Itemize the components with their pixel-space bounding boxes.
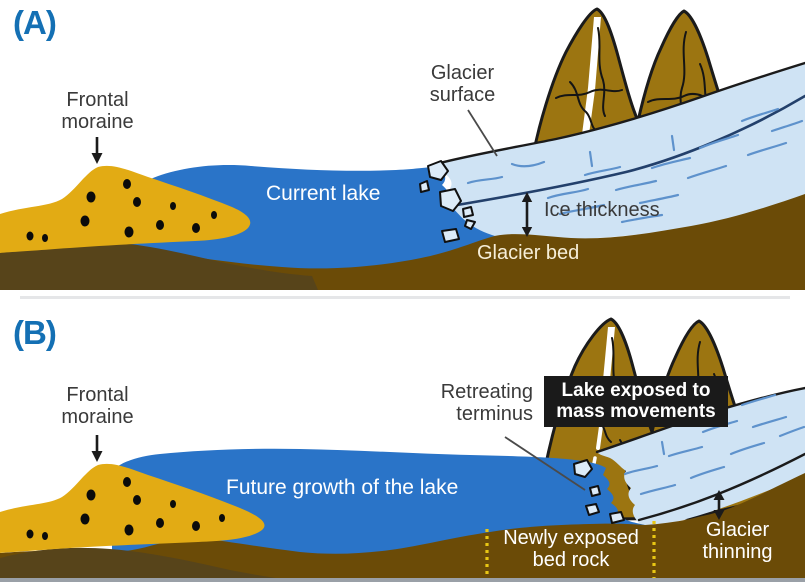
moraine-arrow-icon — [91, 435, 103, 462]
panel-a-drawing — [0, 7, 805, 290]
retreating-terminus-label: Retreating terminus — [440, 381, 533, 426]
glacier-thinning-label: Glacier thinning — [702, 519, 773, 564]
foreground-hill — [0, 547, 305, 582]
glacier-surface-pointer-line — [467, 109, 498, 157]
glacier-profile-line — [449, 94, 805, 208]
moraine-arrow-icon — [91, 137, 103, 164]
frontal-moraine-label-b: Frontal moraine — [61, 384, 134, 429]
panel-a-label: (A) — [13, 4, 57, 41]
panel-divider — [20, 296, 790, 299]
retreating-terminus-pointer-line — [504, 436, 586, 491]
mass-movements-callout: Lake exposed to mass movements — [544, 376, 728, 427]
ice-thickness-arrow-icon — [521, 192, 533, 237]
current-lake-label: Current lake — [266, 182, 381, 205]
foreground-hill — [0, 241, 318, 290]
bed-rock-ground — [0, 473, 805, 582]
newly-exposed-bedrock-label: Newly exposed bed rock — [503, 527, 639, 572]
glacier-thinning-arrow-icon — [713, 490, 725, 520]
ice-thickness-label: Ice thickness — [544, 199, 660, 221]
bottom-border-bar — [0, 578, 805, 582]
icebergs-b — [573, 459, 625, 524]
glacier-surface-label: Glacier surface — [429, 62, 496, 107]
frontal-moraine-b-shape — [0, 463, 265, 553]
glacier-bed-label: Glacier bed — [477, 242, 580, 264]
crevasse-marks — [466, 107, 804, 224]
panel-b-drawing — [0, 317, 805, 582]
current-lake-water — [112, 165, 498, 278]
moraine-mound — [0, 463, 265, 553]
moraine-stones — [26, 179, 217, 242]
icebergs-a — [419, 160, 476, 243]
moraine-mound — [0, 165, 251, 253]
future-growth-label: Future growth of the lake — [226, 476, 459, 499]
glacier-body — [597, 388, 805, 528]
mountain-cracks — [555, 27, 725, 133]
glacier-surface-outline — [434, 61, 805, 166]
moraine-stones — [26, 477, 225, 540]
frontal-moraine-label-a: Frontal moraine — [61, 89, 134, 134]
panel-b-label: (B) — [13, 314, 57, 351]
frontal-moraine-a-shape — [0, 165, 251, 253]
